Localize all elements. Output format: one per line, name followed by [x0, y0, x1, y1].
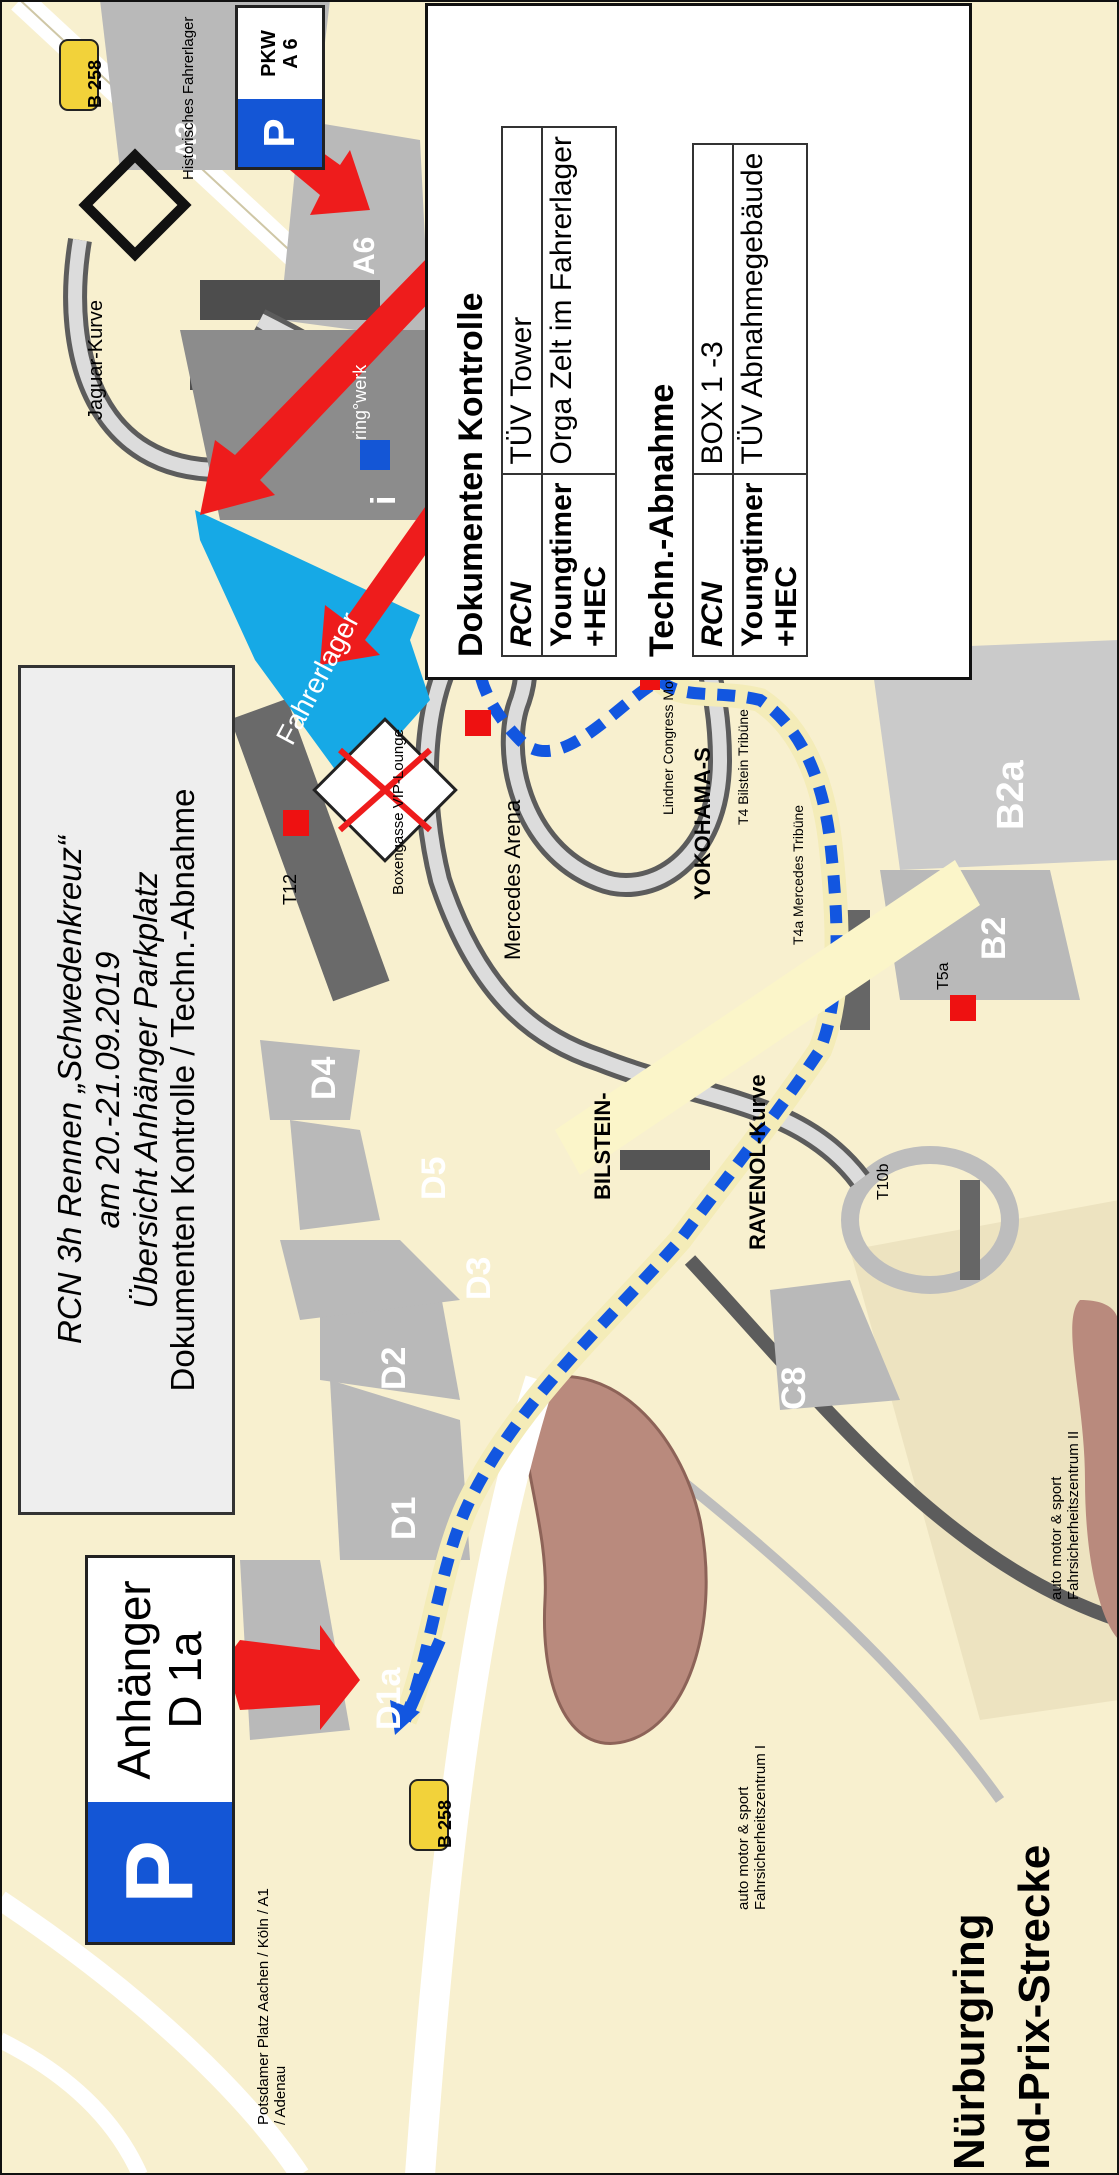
parking-d2	[320, 1290, 460, 1400]
label-nurburgring: Nürburgring	[945, 1913, 994, 2170]
label-a6: A6	[348, 236, 381, 275]
label-d3: D3	[460, 1256, 498, 1300]
label-fahrsicherheitszentrum-2: auto motor & sport Fahrsicherheitszentru…	[1048, 1430, 1082, 1600]
roundabout	[841, 1146, 1019, 1294]
b258-badge-top	[59, 39, 99, 111]
parking-trailer-box: P Anhänger D 1a	[85, 1555, 235, 1945]
tech-row-key: RCN	[693, 473, 733, 656]
title-box: RCN 3h Rennen „Schwedenkreuz“ am 20.-21.…	[18, 665, 235, 1515]
title-line-4: Dokumenten Kontrolle / Techn.-Abnahme	[164, 788, 202, 1392]
b258-label-top: B 258	[85, 59, 105, 108]
label-fahrsicherheitszentrum-1: auto motor & sport Fahrsicherheitszentru…	[735, 1744, 769, 1910]
label-t5a: T5a	[935, 962, 952, 990]
b258-label-bottom: B 258	[435, 1799, 455, 1848]
label-gp-strecke: nd-Prix-Strecke	[1010, 1844, 1059, 2170]
label-ravenol: RAVENOL-Kurve	[745, 1074, 770, 1250]
label-historic-paddock: Historisches Fahrerlager	[180, 16, 197, 180]
tech-row-value: TÜV Abnahmegebäude	[733, 143, 807, 474]
label-d1: D1	[385, 1496, 423, 1540]
label-jaguar-kurve: Jaguar-Kurve	[85, 299, 107, 420]
arrow-to-tuv-tower	[200, 255, 455, 515]
table-row: Youngtimer +HEC Orga Zelt im Fahrerlager	[542, 127, 616, 656]
historic-paddock	[78, 148, 192, 262]
parking-d4	[260, 1040, 360, 1120]
doc-row-value: Orga Zelt im Fahrerlager	[542, 127, 616, 474]
b258-badge-bottom	[409, 1779, 449, 1851]
doc-control-table: RCN TÜV Tower Youngtimer +HEC Orga Zelt …	[501, 126, 617, 657]
parking-d1	[330, 1380, 470, 1560]
parking-c8	[770, 1280, 900, 1410]
tech-row-key: Youngtimer +HEC	[733, 473, 807, 656]
label-d4: D4	[305, 1056, 343, 1100]
parking-car-line-1: PKW	[258, 30, 280, 77]
label-b2: B2	[975, 916, 1013, 960]
highlight-bar	[555, 860, 980, 1175]
label-mercedes-arena: Mercedes Arena	[500, 799, 525, 960]
hill-right	[1072, 1300, 1119, 1640]
doc-row-value: TÜV Tower	[502, 127, 542, 474]
label-c8: C8	[775, 1366, 813, 1410]
tech-inspection-table: RCN BOX 1 -3 Youngtimer +HEC TÜV Abnahme…	[692, 143, 808, 657]
parking-trailer-text: Anhänger D 1a	[88, 1558, 232, 1802]
route-end-arrow	[399, 1637, 446, 1723]
label-t4: T4 Bilstein Tribüne	[735, 709, 751, 825]
parking-car-box: P PKW A 6	[235, 5, 325, 170]
parking-car-text: PKW A 6	[238, 8, 322, 99]
label-bilstein: BILSTEIN-	[590, 1092, 615, 1200]
info-panel: Dokumenten Kontrolle RCN TÜV Tower Young…	[425, 3, 972, 680]
first-aid-icon	[283, 810, 309, 836]
label-t10b: T10b	[875, 1163, 892, 1200]
parking-p-icon: P	[88, 1802, 232, 1942]
title-line-1: RCN 3h Rennen „Schwedenkreuz“	[50, 835, 88, 1345]
arrow-to-box	[320, 500, 450, 665]
label-d2: D2	[375, 1346, 413, 1390]
label-ringwerk: ring°werk	[350, 364, 370, 440]
walking-route	[399, 606, 843, 1723]
parking-d5	[290, 1120, 380, 1230]
tech-row-value: BOX 1 -3	[693, 143, 733, 474]
label-d1a: D1a	[370, 1667, 408, 1730]
parking-trailer-line-2: D 1a	[159, 1631, 211, 1729]
label-t4a: T4a Mercedes Tribüne	[790, 804, 806, 945]
parking-p-icon-small: P	[238, 99, 322, 167]
doc-row-key: RCN	[502, 473, 542, 656]
parking-b2a	[870, 640, 1119, 870]
info-symbol: i	[365, 495, 403, 505]
label-yokohama: YOKOHAMA-S	[690, 747, 715, 900]
label-boxengasse: Boxengasse VIP-Lounge	[390, 729, 407, 895]
parking-car-line-2: A 6	[280, 38, 302, 69]
parking-d3	[280, 1240, 460, 1320]
table-row: Youngtimer +HEC TÜV Abnahmegebäude	[733, 143, 807, 656]
label-t12: T12	[280, 873, 300, 905]
fahrerlager-area	[195, 510, 430, 790]
table-row: RCN TÜV Tower	[502, 127, 542, 656]
label-d5: D5	[415, 1156, 453, 1200]
arrow-to-d1a	[225, 1625, 360, 1730]
table-row: RCN BOX 1 -3	[693, 143, 733, 656]
parking-trailer-line-1: Anhänger	[108, 1580, 161, 1780]
doc-row-key: Youngtimer +HEC	[542, 473, 616, 656]
highway-b258	[405, 1375, 555, 2175]
label-potsdamer-platz: Potsdamer Platz Aachen / Köln / A1 / Ade…	[255, 1888, 289, 2125]
road-right	[684, 1255, 1119, 1627]
title-line-2: am 20.-21.09.2019	[88, 951, 126, 1229]
doc-control-heading: Dokumenten Kontrolle	[452, 292, 490, 657]
hill-left	[522, 1375, 708, 1745]
info-sign	[360, 440, 390, 470]
label-b2a: B2a	[990, 760, 1032, 830]
tech-inspection-heading: Techn.-Abnahme	[643, 383, 681, 657]
title-line-3: Übersicht Anhänger Parkplatz	[126, 871, 164, 1309]
